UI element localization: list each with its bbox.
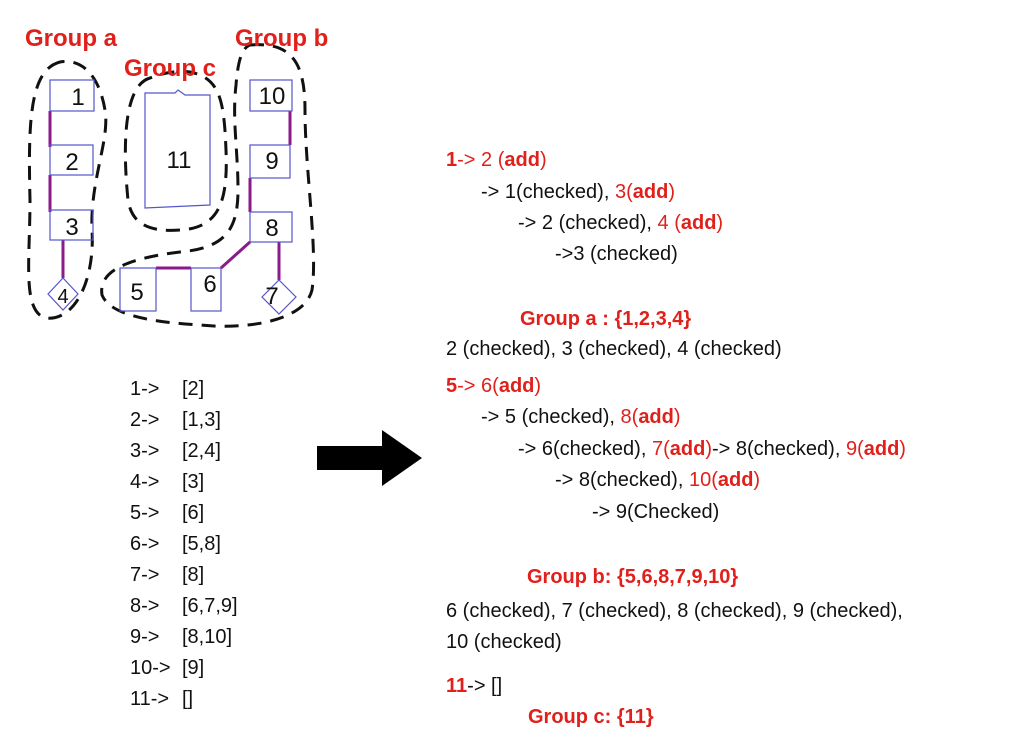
trace-line: -> 2 (checked), 4 (add) — [518, 212, 724, 234]
node-8-label: 8 — [265, 215, 278, 242]
node-6-label: 6 — [203, 271, 216, 298]
checked-line: 2 (checked), 3 (checked), 4 (checked) — [446, 338, 782, 360]
trace-line: 5-> 6(add) — [446, 375, 542, 397]
adjacency-row: 11->[] — [130, 688, 194, 710]
node-6-box — [190, 267, 222, 312]
node-2-label: 2 — [65, 149, 78, 176]
node-4-diamond — [47, 277, 79, 311]
node-10-label: 10 — [259, 83, 286, 110]
node-9-label: 9 — [265, 148, 278, 175]
node-2-box — [49, 144, 94, 176]
trace-line: ->3 (checked) — [555, 243, 678, 265]
node-11-box — [144, 89, 211, 209]
group-a-label: Group a — [25, 25, 118, 52]
node-1-box — [49, 79, 95, 112]
node-1-label: 1 — [71, 84, 84, 111]
node-5-label: 5 — [130, 279, 143, 306]
group-b-label: Group b — [235, 25, 328, 52]
adjacency-row: 7->[8] — [130, 564, 205, 586]
node-3-box — [49, 209, 94, 241]
adjacency-row: 3->[2,4] — [130, 440, 221, 462]
group-c-label: Group c — [124, 55, 216, 82]
group-c-result: Group c: {11} — [528, 706, 654, 728]
adjacency-row: 9->[8,10] — [130, 626, 233, 648]
adjacency-row: 8->[6,7,9] — [130, 595, 238, 617]
group-c-outline — [123, 70, 228, 232]
group-a-outline — [27, 60, 108, 320]
trace-line: -> 1(checked), 3(add) — [481, 181, 675, 203]
node-10-box — [249, 79, 293, 112]
adjacency-row: 6->[5,8] — [130, 533, 221, 555]
adjacency-row: 10->[9] — [130, 657, 205, 679]
node-11-label: 11 — [167, 147, 192, 174]
trace-line: -> 6(checked), 7(add)-> 8(checked), 9(ad… — [518, 438, 906, 460]
node-5-box — [119, 267, 157, 312]
adjacency-row: 5->[6] — [130, 502, 205, 524]
node-8-box — [249, 211, 293, 243]
trace-line: 1-> 2 (add) — [446, 149, 547, 171]
group-a-result: Group a : {1,2,3,4} — [520, 308, 692, 330]
node-4-label: 4 — [57, 286, 68, 308]
group-b-outline — [100, 43, 316, 328]
arrow-right-icon — [317, 430, 422, 486]
trace-line: -> 9(Checked) — [592, 501, 720, 523]
trace-line: -> 5 (checked), 8(add) — [481, 406, 681, 428]
group-b-result: Group b: {5,6,8,7,9,10} — [527, 566, 739, 588]
checked-line: 6 (checked), 7 (checked), 8 (checked), 9… — [446, 600, 903, 622]
adjacency-row: 2->[1,3] — [130, 409, 221, 431]
adjacency-row: 4->[3] — [130, 471, 205, 493]
trace-line: -> 8(checked), 10(add) — [555, 469, 761, 491]
edge-6-8 — [219, 240, 252, 270]
node-7-diamond — [261, 279, 297, 315]
node-9-box — [249, 144, 291, 179]
trace-line: 11-> [] — [446, 675, 503, 697]
adjacency-row: 1->[2] — [130, 378, 205, 400]
checked-line: 10 (checked) — [446, 631, 562, 653]
node-7-label: 7 — [265, 283, 278, 310]
node-3-label: 3 — [65, 214, 78, 241]
